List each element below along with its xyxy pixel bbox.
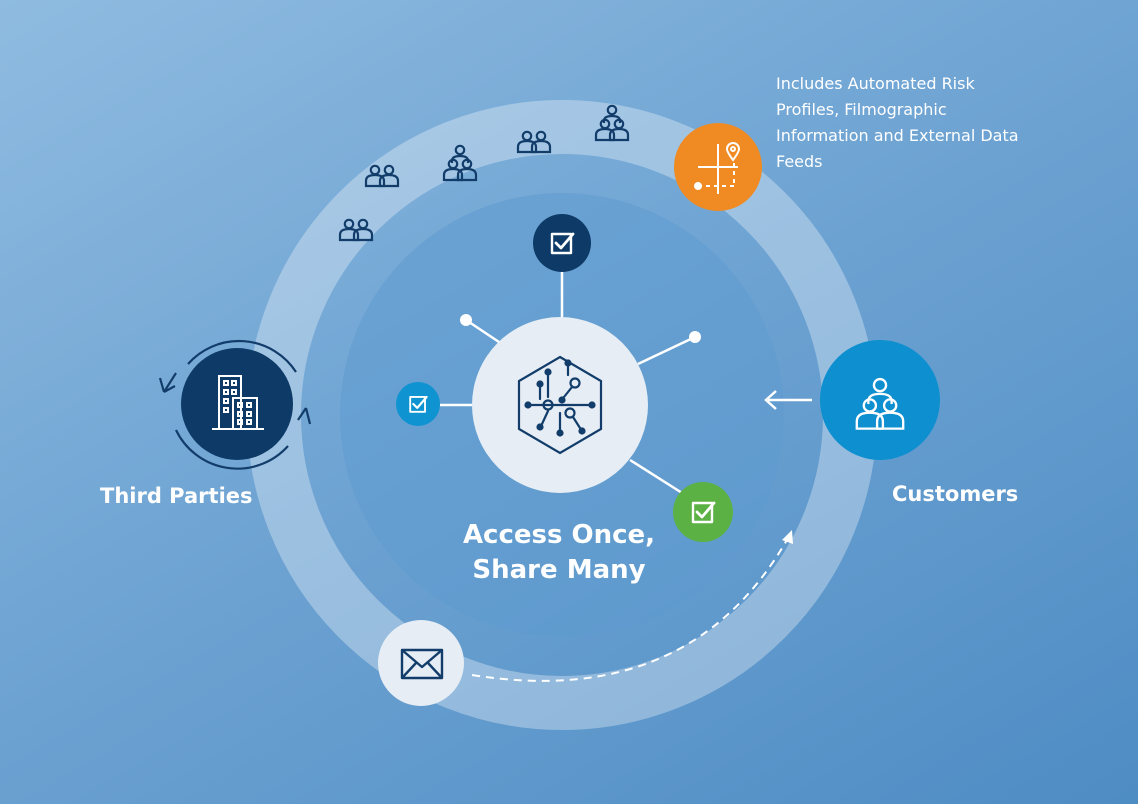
hub-spokes [440, 270, 696, 500]
data-feeds-note: Includes Automated Risk Profiles, Filmog… [776, 74, 1019, 171]
checkbox-node-top [533, 214, 591, 272]
map-node [674, 123, 762, 211]
third-parties-label: Third Parties [100, 484, 253, 508]
center-title: Access Once, Share Many [440, 518, 678, 588]
envelope-icon [400, 648, 444, 680]
spoke-endpoint-right [689, 331, 701, 343]
checkbox-node-left [396, 382, 440, 426]
center-title-line-1: Access Once, [462, 520, 656, 550]
spoke-endpoint-left [460, 314, 472, 326]
network-hexagon-icon [517, 355, 603, 455]
map-pin-icon [694, 142, 741, 194]
people-group-icon [855, 377, 905, 430]
central-hub [472, 317, 648, 493]
dashed-return-arrow [471, 537, 789, 682]
center-title-line-2: Share Many [472, 555, 646, 585]
third-parties-node [158, 339, 312, 470]
customers-node [764, 340, 940, 460]
building-icon [212, 375, 264, 430]
envelope-node [378, 620, 464, 706]
dashed-arrow-head [782, 530, 793, 544]
customers-label: Customers [892, 482, 1019, 506]
checkbox-node-bottom-right [673, 482, 733, 542]
